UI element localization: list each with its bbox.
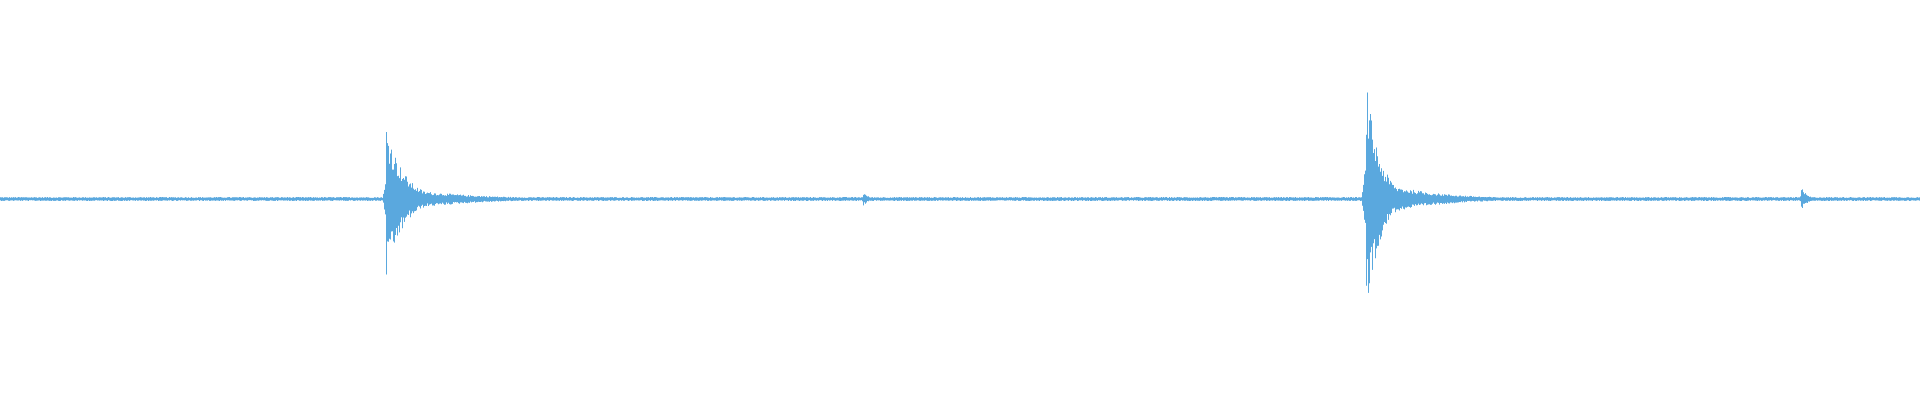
waveform-trace	[0, 92, 1920, 293]
